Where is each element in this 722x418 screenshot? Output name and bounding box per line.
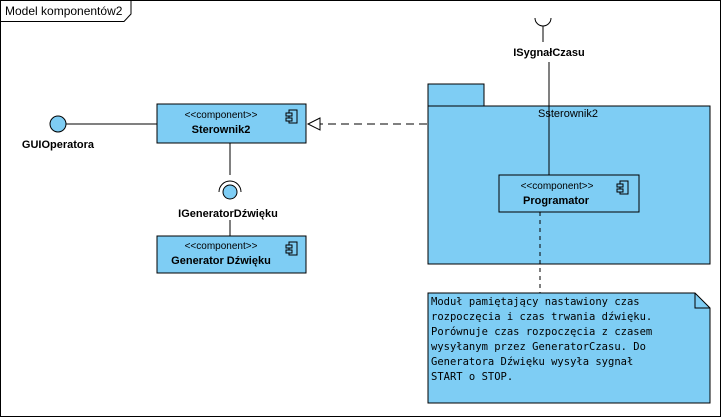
note-line: Moduł pamiętający nastawiony czas <box>431 296 640 308</box>
package-name: Ssterownik2 <box>538 108 598 120</box>
frame-title-tab <box>0 0 132 22</box>
note-line: Generatora Dźwięku wysyła sygnał <box>431 356 633 368</box>
component-icon <box>285 241 298 256</box>
note-line: wysyłanym przez GeneratorCzasu. Do <box>431 341 646 353</box>
generator-name: Generator Dźwięku <box>171 255 271 267</box>
note-line: START o STOP. <box>431 371 513 383</box>
programator-stereotype: <<component>> <box>521 181 594 192</box>
isygnal-czasu-label: ISygnałCzasu <box>513 47 585 59</box>
gui-operatora-label: GUIOperatora <box>22 139 95 151</box>
frame-title: Model komponentów2 <box>5 4 123 18</box>
component-icon <box>285 109 298 124</box>
programator-name: Programator <box>523 195 590 207</box>
generator-stereotype: <<component>> <box>185 241 258 252</box>
component-sterownik2[interactable] <box>156 103 307 144</box>
component-programator[interactable] <box>498 174 640 213</box>
igenerator-label: IGeneratorDźwięku <box>178 208 278 220</box>
gui-operatora-lollipop[interactable] <box>49 115 67 133</box>
sterownik2-stereotype: <<component>> <box>185 110 258 121</box>
note-line: Porównuje czas rozpoczęcia z czasem <box>431 326 652 338</box>
sterownik2-name: Sterownik2 <box>192 124 251 136</box>
note-box[interactable] <box>427 292 711 404</box>
realization-arrowhead <box>306 117 321 131</box>
component-icon <box>616 180 629 195</box>
igenerator-socket[interactable] <box>218 180 242 193</box>
note-line: rozpoczęcia i czas trwania dźwięku. <box>431 311 652 323</box>
igenerator-ball[interactable] <box>222 184 238 200</box>
isygnal-czasu-socket[interactable] <box>534 17 552 27</box>
note-text: Moduł pamiętający nastawiony czas rozpoc… <box>431 296 659 383</box>
component-generator-dzwieku[interactable] <box>156 235 307 274</box>
